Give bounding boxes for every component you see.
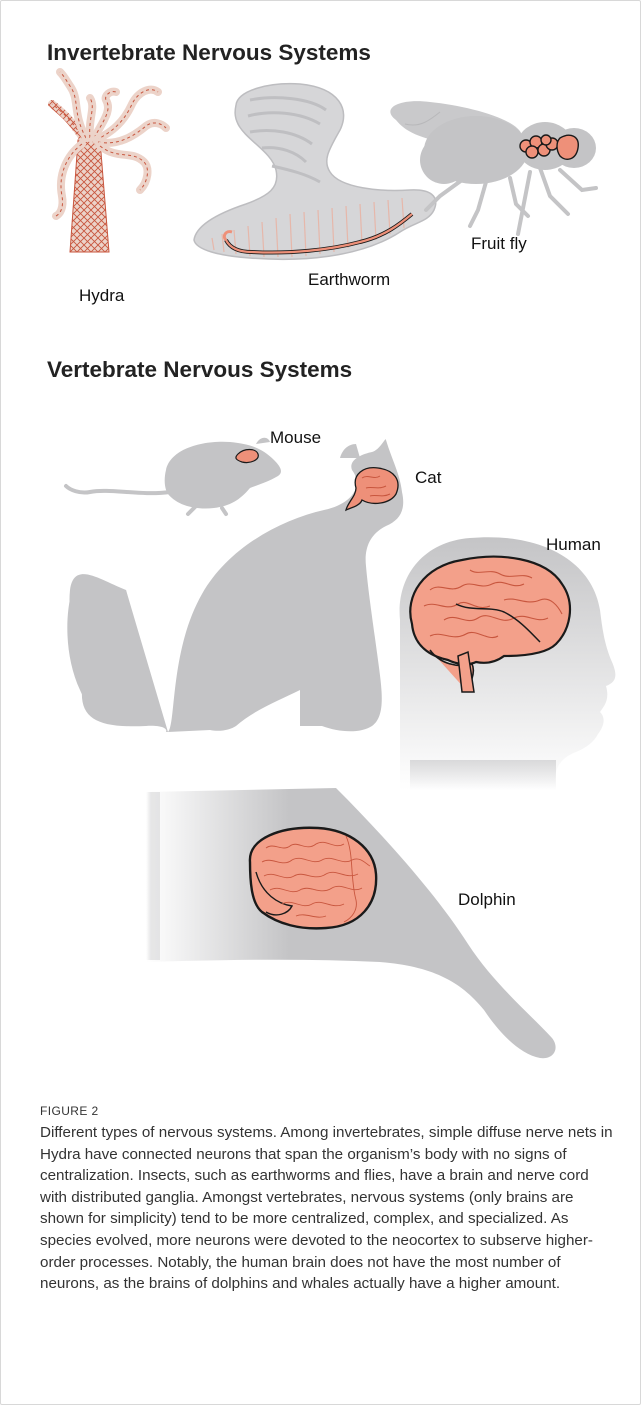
earthworm-label: Earthworm	[308, 270, 390, 290]
dolphin-illustration	[146, 788, 556, 1058]
mouse-illustration	[66, 438, 281, 514]
mouse-label: Mouse	[270, 428, 321, 448]
figure-illustration: Invertebrate Nervous Systems Vertebrate …	[0, 0, 641, 1080]
figure-svg	[0, 0, 641, 1080]
fruit-fly-label: Fruit fly	[471, 234, 527, 254]
hydra-label: Hydra	[79, 286, 124, 306]
dolphin-label: Dolphin	[458, 890, 516, 910]
figure-caption-text: Different types of nervous systems. Amon…	[40, 1122, 618, 1295]
cat-label: Cat	[415, 468, 441, 488]
human-label: Human	[546, 535, 601, 555]
hydra-illustration	[52, 72, 166, 252]
figure-caption-title: FIGURE 2	[40, 1104, 99, 1118]
